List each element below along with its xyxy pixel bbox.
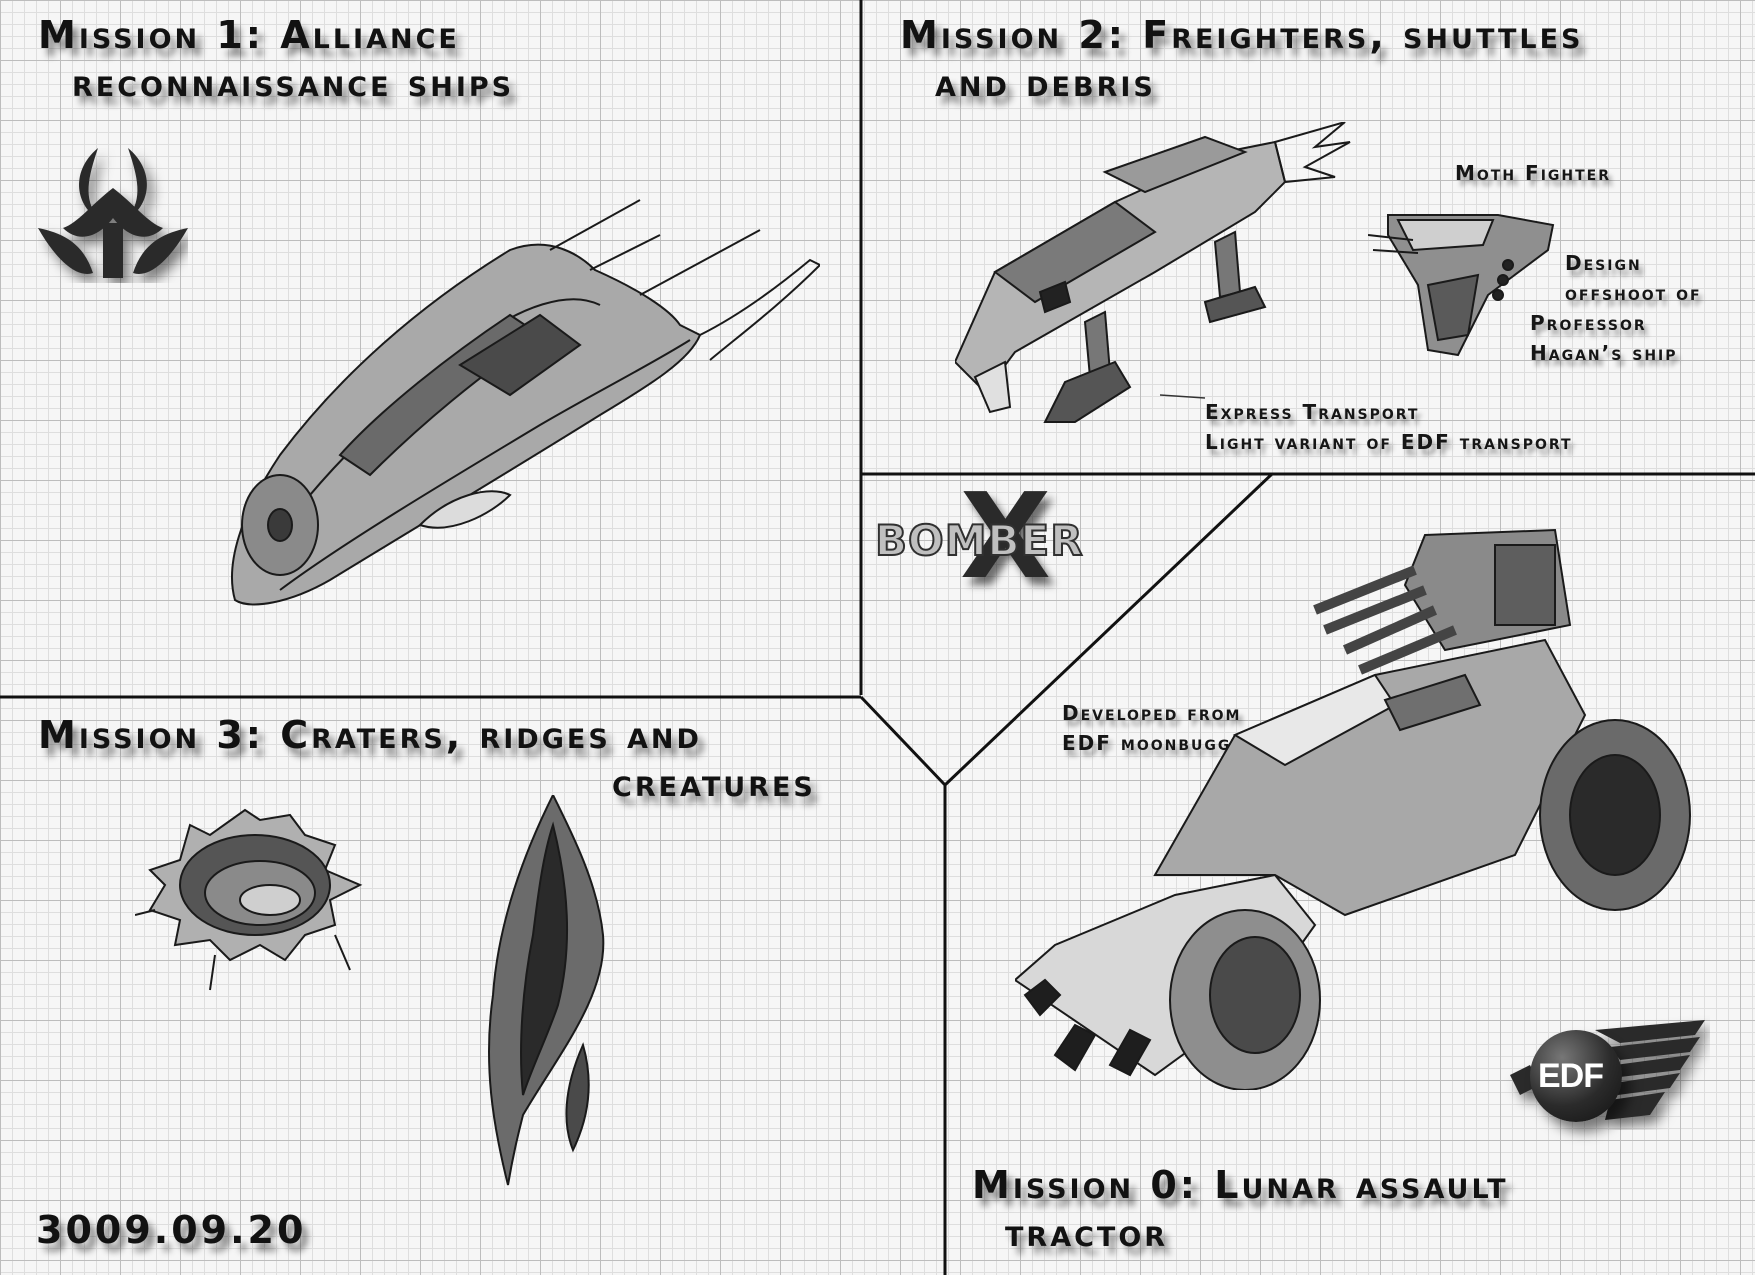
mission0-title-line1: Mission 0: Lunar assault (972, 1163, 1509, 1207)
edf-wings (1510, 1020, 1705, 1120)
edf-eagle-icon: EDF (1500, 1015, 1710, 1130)
moth-fighter-label: Moth Fighter (1455, 161, 1612, 185)
alliance-emblem-icon (38, 148, 188, 278)
reconnaissance-ship-sketch (231, 199, 820, 606)
x-bomber-logo: X BOMBER (874, 477, 1175, 595)
logo-x-glyph: X (960, 467, 1051, 605)
express-leader-line (1160, 394, 1206, 399)
developed-note-line2: EDF moonbuggy (1062, 731, 1244, 755)
date-stamp: 3009.09.20 (36, 1208, 307, 1252)
edf-badge-text: EDF (1538, 1057, 1604, 1095)
lunar-assault-tractor-sketch (1015, 528, 1691, 1090)
divider-right-diagonal (943, 472, 1274, 787)
mission3-title-line2: creatures (612, 761, 816, 805)
design-note-line1: Design (1565, 251, 1642, 275)
express-transport-sketch (955, 122, 1351, 423)
express-transport-label: Express Transport (1205, 400, 1420, 424)
mission1-title-line1: Mission 1: Alliance (38, 13, 460, 57)
logo-bomber-word: BOMBER (874, 516, 1084, 566)
mission2-title-line1: Mission 2: Freighters, shuttles (900, 13, 1584, 57)
mission2-title-line2: and debris (935, 61, 1156, 105)
divider-center-diagonal (859, 695, 947, 787)
express-transport-subtitle: Light variant of EDF transport (1205, 430, 1573, 454)
developed-note-line1: Developed from (1062, 701, 1242, 725)
mission3-title-line1: Mission 3: Craters, ridges and (38, 713, 702, 757)
design-note-line2: offshoot of (1565, 281, 1702, 305)
mission1-title-line2: reconnaissance ships (72, 61, 515, 105)
moth-fighter-sketch (1368, 214, 1555, 357)
design-note-line3: Professor (1530, 311, 1647, 335)
crater-sketch (135, 808, 363, 991)
edf-circle (1530, 1030, 1622, 1122)
mission0-title-line2: tractor (1005, 1211, 1169, 1255)
design-note-line4: Hagan’s ship (1530, 341, 1678, 365)
ridge-creature-sketch (487, 795, 605, 1186)
